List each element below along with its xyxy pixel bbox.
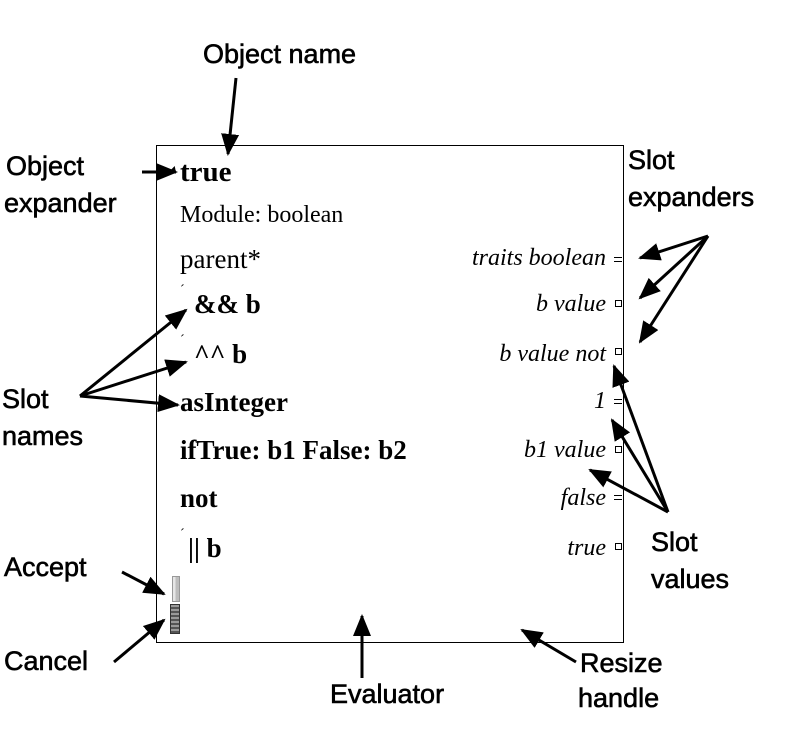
arrow-slot-name-2 <box>79 359 188 398</box>
callout-slot-expanders-line2: expanders <box>628 182 755 213</box>
arrow-object-name <box>221 77 240 156</box>
accept-button[interactable] <box>172 576 180 602</box>
module-line: Module: boolean <box>180 202 344 228</box>
arrow-slot-expander-1 <box>638 234 709 261</box>
slot-expander-equals-icon[interactable] <box>614 257 622 262</box>
slot-name-or[interactable]: || b <box>188 533 222 563</box>
slot-name-xor[interactable]: ^^ b <box>194 339 248 369</box>
slot-name-not[interactable]: not <box>180 483 218 513</box>
arrow-resize <box>520 628 577 664</box>
slot-value-or[interactable]: true <box>567 535 606 561</box>
slot-value-parent[interactable]: traits boolean <box>471 245 606 271</box>
cancel-button[interactable] <box>170 604 180 634</box>
arrow-accept <box>121 570 166 596</box>
slot-name-parent[interactable]: parent* <box>180 244 261 274</box>
callout-evaluator: Evaluator <box>330 679 445 710</box>
callout-slot-names-line2: names <box>2 421 84 452</box>
slot-expander-equals-icon[interactable] <box>614 495 622 500</box>
slot-value-asinteger[interactable]: 1 <box>594 388 606 414</box>
callout-object-name: Object name <box>203 39 357 70</box>
slot-expander-box-icon[interactable] <box>615 348 622 355</box>
callout-slot-names-line1: Slot <box>2 384 49 415</box>
slot-expander-equals-icon[interactable] <box>614 399 622 404</box>
arrow-slot-expander-2 <box>638 234 710 300</box>
callout-resize-line1: Resize <box>580 648 663 679</box>
arrow-slot-value-1 <box>612 364 670 513</box>
slot-tick-mark: ´ <box>180 527 185 542</box>
slot-value-not[interactable]: false <box>560 485 606 511</box>
callout-slot-values-line1: Slot <box>651 527 698 558</box>
arrow-slot-name-1 <box>79 308 188 398</box>
callout-object-expander-line2: expander <box>4 188 117 219</box>
slot-name-asinteger[interactable]: asInteger <box>180 387 288 417</box>
slot-expander-box-icon[interactable] <box>615 543 622 550</box>
slot-name-iftrue[interactable]: ifTrue: b1 False: b2 <box>180 435 407 465</box>
slot-value-xor[interactable]: b value not <box>499 341 606 367</box>
callout-slot-expanders-line1: Slot <box>628 145 675 176</box>
slot-value-and[interactable]: b value <box>536 291 606 317</box>
arrow-cancel <box>113 618 166 664</box>
arrow-slot-name-3 <box>79 394 180 413</box>
callout-object-expander-line1: Object <box>6 151 85 182</box>
callout-accept: Accept <box>4 552 87 583</box>
slot-tick-mark: ´ <box>180 283 185 298</box>
arrow-slot-expander-3 <box>638 235 710 344</box>
arrow-slot-value-3 <box>588 468 669 514</box>
slot-expander-box-icon[interactable] <box>615 446 622 453</box>
slot-tick-mark: ´ <box>180 333 185 348</box>
callout-slot-values-line2: values <box>651 564 730 595</box>
slot-expander-box-icon[interactable] <box>615 300 622 307</box>
slot-value-iftrue[interactable]: b1 value <box>524 437 606 463</box>
callout-cancel: Cancel <box>4 646 89 677</box>
callout-resize-line2: handle <box>578 683 660 714</box>
arrow-slot-value-2 <box>610 418 670 513</box>
slot-name-and[interactable]: && b <box>194 289 261 319</box>
object-title: true <box>180 156 232 188</box>
